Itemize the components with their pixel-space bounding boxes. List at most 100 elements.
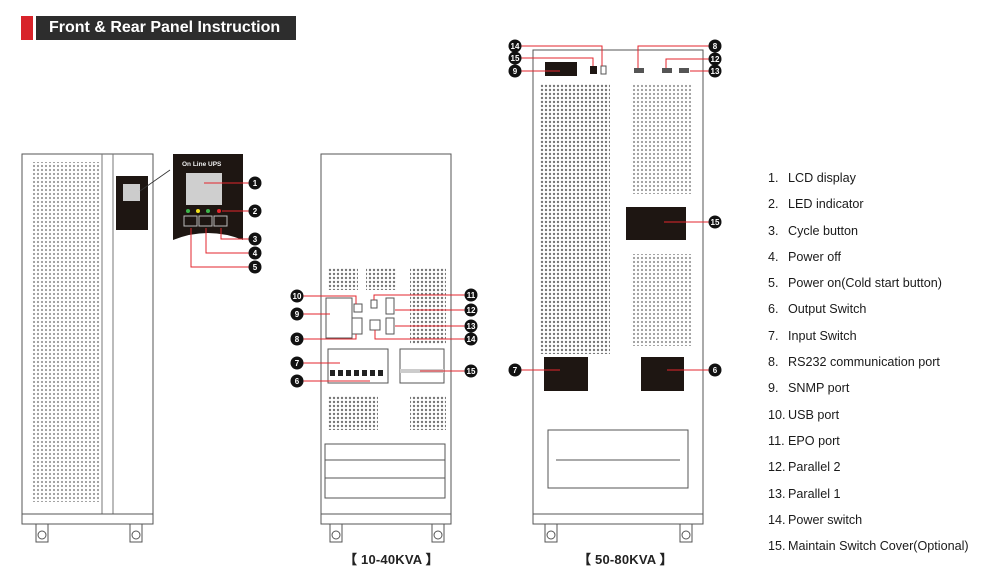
- terminal-block: [324, 443, 446, 499]
- legend-label: RS232 communication port: [788, 355, 940, 370]
- caster-right: [431, 523, 445, 543]
- callout-number: 15: [711, 218, 720, 227]
- callout-number: 11: [467, 291, 476, 300]
- caption-10-40kva: 【 10-40KVA 】: [344, 552, 439, 567]
- usb-port: [353, 303, 363, 313]
- breaker-block: [327, 348, 389, 384]
- callout-badge: 11: [464, 288, 478, 302]
- maintain-switch-cover: [399, 348, 445, 384]
- callout-number: 4: [253, 249, 258, 258]
- led-green-1: [186, 209, 190, 213]
- callout-badge: 15: [508, 51, 522, 65]
- legend-number: 8.: [768, 355, 779, 370]
- legend-number: 3.: [768, 223, 779, 238]
- callout-number: 8: [713, 42, 718, 51]
- callout-badge: 7: [508, 363, 522, 377]
- legend-number: 13.: [768, 486, 786, 501]
- callout-badge: 13: [464, 319, 478, 333]
- parallel-2-port: [662, 68, 672, 73]
- snmp-slot: [325, 297, 353, 339]
- parallel-1-port: [679, 68, 689, 73]
- legend-number: 4.: [768, 249, 779, 264]
- legend-item: 5.Power on(Cold start button): [768, 273, 969, 299]
- callout-badge: 6: [708, 363, 722, 377]
- panel-title: On Line UPS: [182, 161, 222, 168]
- caster-right: [679, 523, 693, 543]
- callout-badge: 3: [248, 232, 262, 246]
- legend-number: 7.: [768, 328, 779, 343]
- led-green-2: [206, 209, 210, 213]
- callout-badge: 6: [290, 374, 304, 388]
- snmp-slot: [545, 62, 577, 76]
- legend-label: Output Switch: [788, 302, 867, 317]
- callout-badge: 13: [708, 64, 722, 78]
- parallel-1-port: [385, 317, 395, 335]
- caster-left: [35, 523, 49, 543]
- power-switch: [369, 319, 381, 331]
- callout-badge: 15: [464, 364, 478, 378]
- output-switch-cover: [641, 357, 684, 391]
- legend-label: Power switch: [788, 512, 863, 527]
- legend-item: 2. LED indicator: [768, 194, 969, 220]
- callout-badge: 7: [290, 356, 304, 370]
- legend-label: Maintain Switch Cover(Optional): [788, 539, 969, 554]
- legend-item: 13.Parallel 1: [768, 484, 969, 510]
- led-yellow: [196, 209, 200, 213]
- callout-number: 12: [711, 55, 720, 64]
- legend-number: 11.: [768, 433, 785, 448]
- legend-item: 10.USB port: [768, 405, 969, 431]
- legend-label: Parallel 2: [788, 460, 841, 475]
- legend-item: 15.Maintain Switch Cover(Optional): [768, 536, 969, 562]
- callout-number: 2: [253, 207, 258, 216]
- power-switch: [600, 65, 607, 75]
- rear-unit-10-40kva: [320, 153, 452, 543]
- caster-left: [329, 523, 343, 543]
- callout-number: 9: [295, 310, 300, 319]
- callout-badge: 10: [290, 289, 304, 303]
- legend-number: 2.: [768, 197, 779, 212]
- legend-item: 9.SNMP port: [768, 378, 969, 404]
- maintain-cover-small: [590, 66, 597, 74]
- lcd-display: [186, 173, 222, 205]
- power-off-button: [198, 215, 213, 227]
- led-red: [217, 209, 221, 213]
- legend-item: 8. RS232 communication port: [768, 352, 969, 378]
- callout-number: 6: [295, 377, 300, 386]
- callout-number: 8: [295, 335, 300, 344]
- cycle-button: [213, 215, 228, 227]
- epo-port: [370, 299, 378, 309]
- front-ups-cabinet: [21, 153, 171, 543]
- input-switch-cover: [544, 357, 588, 391]
- legend-item: 1.LCD display: [768, 168, 969, 194]
- callout-badge: 8: [290, 332, 304, 346]
- callout-number: 12: [467, 306, 476, 315]
- callout-badge: 12: [708, 52, 722, 66]
- legend-number: 14.: [768, 512, 786, 527]
- legend-number: 10.: [768, 407, 786, 422]
- callout-badge: 14: [464, 332, 478, 346]
- callout-number: 14: [467, 335, 476, 344]
- legend-number: 6.: [768, 302, 779, 317]
- legend-item: 7.Input Switch: [768, 326, 969, 352]
- legend-label: Power on(Cold start button): [788, 276, 942, 291]
- rear-unit-50-80kva: [532, 49, 704, 543]
- callout-badge: 4: [248, 246, 262, 260]
- rs232-port: [351, 317, 363, 335]
- callout-number: 15: [467, 367, 476, 376]
- callout-lines: [190, 45, 710, 382]
- legend-label: LED indicator: [788, 197, 864, 212]
- callout-number: 7: [513, 366, 518, 375]
- callout-number: 3: [253, 235, 258, 244]
- legend-number: 15.: [768, 539, 786, 554]
- legend-item: 11.EPO port: [768, 431, 969, 457]
- callout-badge: 2: [248, 204, 262, 218]
- terminal-block: [547, 429, 689, 489]
- caster-right: [129, 523, 143, 543]
- page-title: Front & Rear Panel Instruction: [36, 16, 296, 40]
- legend-label: Power off: [788, 249, 841, 264]
- header-accent: [21, 16, 33, 40]
- legend-item: 12.Parallel 2: [768, 457, 969, 483]
- legend-item: 4. Power off: [768, 247, 969, 273]
